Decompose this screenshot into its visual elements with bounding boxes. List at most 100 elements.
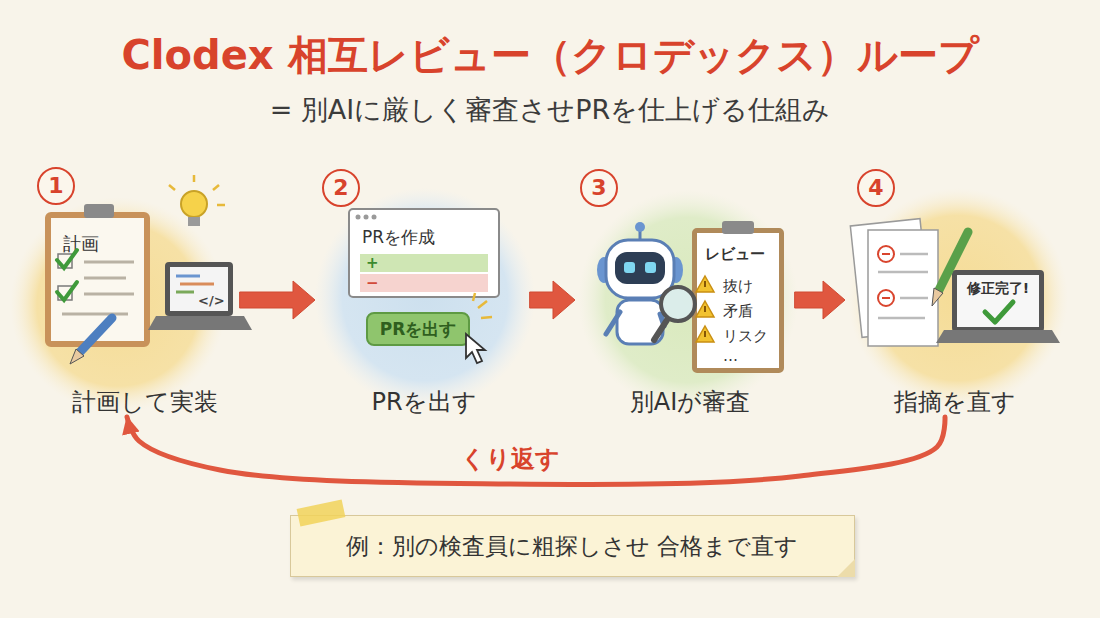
clipboard-box: 計画: [45, 212, 150, 347]
step-node: 計画</>1計画して実装: [15, 165, 240, 417]
edge-label: くり返す: [410, 443, 610, 475]
mouse-cursor: [466, 334, 485, 363]
block-arrow: [530, 281, 575, 319]
robot-antenna: [639, 230, 642, 240]
laptop-base: [936, 330, 1060, 343]
step-blob: [848, 188, 1068, 408]
step-label: 計画して実装: [25, 386, 265, 418]
warning-icon: [696, 326, 714, 342]
check-mark: [57, 282, 77, 300]
note-text: 例：別の検査員に粗探しさせ 合格まで直す: [291, 531, 853, 562]
text-line: [84, 277, 126, 280]
callout-number: 3: [580, 169, 618, 207]
callout-number: 2: [322, 169, 360, 207]
warning-mark: [704, 306, 706, 312]
step-node: PRを作成+−PRを出す2PRを出す: [315, 165, 530, 417]
check-mark: [57, 250, 77, 268]
clipboard-clip: [84, 204, 114, 218]
code-symbol: </>: [198, 293, 225, 308]
diagram-title: Clodex 相互レビュー（クロデックス）ループ: [0, 28, 1100, 83]
step-label: PRを出す: [304, 386, 544, 418]
light-bulb: [181, 191, 207, 217]
correction-mark: [878, 246, 894, 262]
text-line: [900, 297, 928, 300]
callout-number: 1: [37, 167, 75, 205]
tape: [297, 499, 346, 526]
review-item: 矛盾: [723, 302, 753, 321]
sparkle: [478, 301, 487, 308]
warning-mark: [704, 281, 706, 287]
code-line: [176, 275, 200, 278]
diff-added: +: [360, 254, 488, 272]
page-curl: [837, 559, 855, 577]
step-blob: [578, 190, 798, 410]
subtitle: = 別AIに厳しく審査させPRを仕上げる仕組み: [0, 92, 1100, 128]
step-label: 指摘を直す: [835, 386, 1075, 418]
text-line: [84, 293, 134, 296]
laptop-base: [148, 316, 252, 330]
paper-sheet: [868, 230, 938, 346]
return-arrow: [127, 417, 945, 484]
pencil-tip: [70, 349, 84, 364]
correction-mark: [878, 290, 894, 306]
paper-sheet: [850, 219, 931, 338]
laptop-screen: </>: [165, 262, 233, 316]
review-item: リスク: [723, 327, 768, 346]
step-node: 修正完了!4指摘を直す: [845, 165, 1065, 417]
window-dot: [356, 215, 361, 220]
bulb-base: [188, 217, 200, 226]
review-clipboard: レビュー抜け矛盾リスク…: [692, 228, 784, 373]
text-line: [84, 261, 134, 264]
pr-window: PRを作成 + −: [348, 208, 500, 298]
bulb-ray: [217, 204, 225, 207]
status-text: 修正完了!: [957, 280, 1039, 298]
robot-body: [617, 300, 663, 344]
callout-number: 4: [857, 169, 895, 207]
magnifier-handle: [654, 320, 667, 340]
block-arrow: [795, 281, 845, 319]
submit-button: PRを出す: [366, 312, 470, 346]
clipboard-heading: 計画: [63, 232, 99, 256]
clipboard-clip: [722, 221, 754, 234]
bulb-ray: [193, 175, 196, 182]
sparkle: [481, 317, 492, 318]
robot-headphone: [597, 257, 611, 283]
block-arrow: [240, 281, 315, 319]
code-line: [180, 283, 214, 286]
text-line: [900, 253, 928, 256]
warning-mark: [704, 331, 706, 337]
code-line: [176, 291, 194, 294]
sparkle: [473, 293, 475, 301]
diff-removed: −: [360, 274, 488, 292]
laptop-screen: 修正完了!: [952, 270, 1044, 332]
robot-visor: [615, 252, 665, 284]
text-line: [878, 271, 928, 274]
pencil-tip: [932, 288, 943, 306]
bulb-ray: [169, 185, 175, 190]
step-blob: [315, 188, 535, 408]
check-box: [58, 254, 72, 268]
robot-arm: [660, 314, 664, 326]
robot-antenna-ball: [635, 222, 645, 232]
review-item: …: [723, 347, 738, 365]
window-dot: [372, 215, 377, 220]
step-label: 別AIが審査: [570, 386, 810, 418]
review-item: 抜け: [723, 277, 753, 296]
robot-arm: [606, 312, 620, 334]
robot-head: [606, 240, 674, 298]
bulb-ray: [213, 185, 219, 190]
correction-mark: [882, 253, 890, 255]
magnifier-glass: [661, 287, 695, 321]
warning-icon: [696, 301, 714, 317]
robot-headphone: [669, 257, 683, 283]
warning-icon: [696, 276, 714, 292]
pencil: [80, 318, 112, 352]
review-heading: レビュー: [705, 245, 765, 264]
check-mark: [985, 302, 1013, 322]
note-box: 例：別の検査員に粗探しさせ 合格まで直す: [290, 515, 855, 577]
text-line: [878, 317, 925, 320]
button-label: PRを出す: [368, 314, 468, 344]
window-heading: PRを作成: [362, 226, 435, 249]
